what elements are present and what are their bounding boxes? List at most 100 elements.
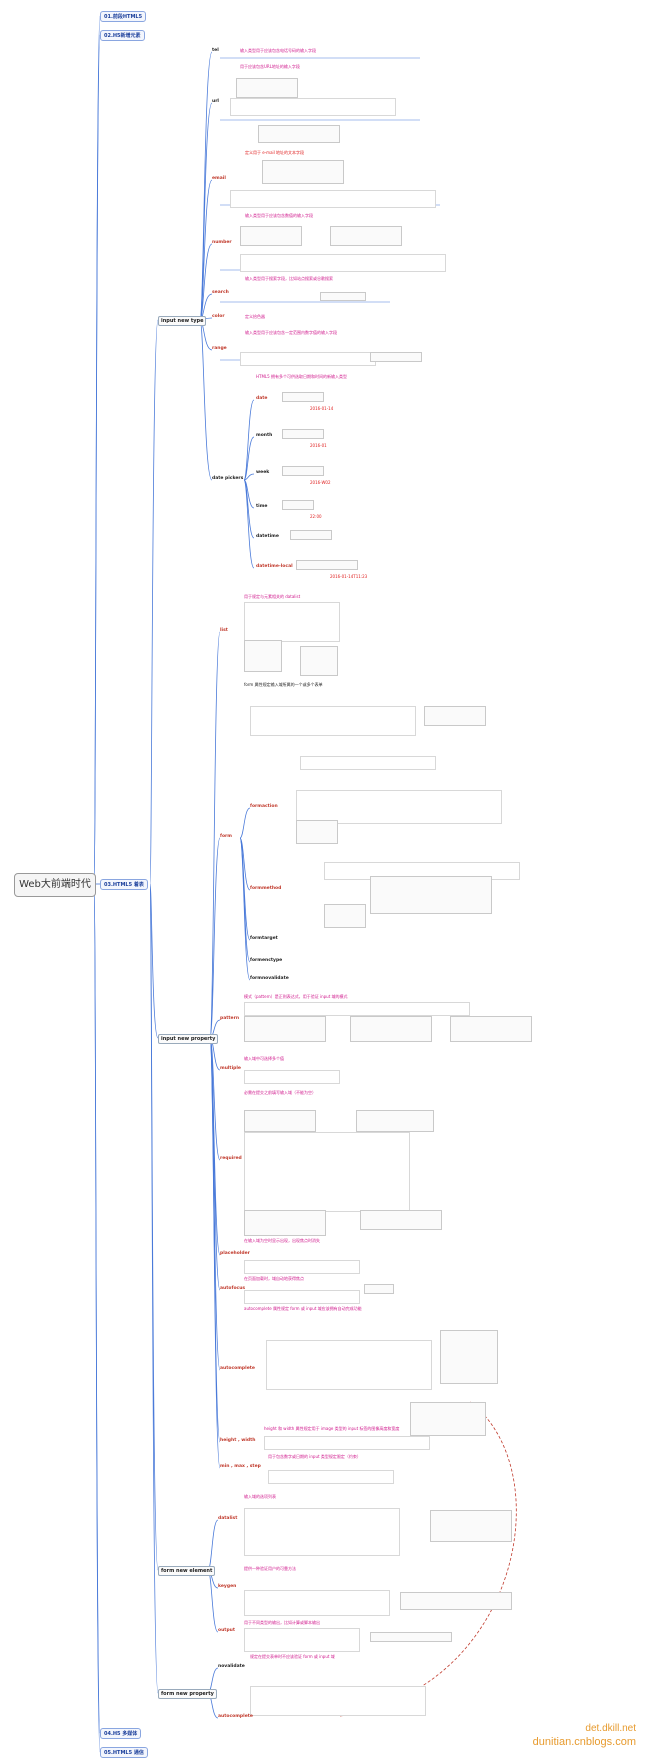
- number-code-sample: [240, 254, 446, 272]
- note-range: 输入类型用于应该包含一定范围内数字值的输入字段: [245, 330, 337, 335]
- autofocus-code-sample: [244, 1290, 360, 1304]
- note-autocomplete: autocomplete 属性规定 form 或 input 域应该拥有自动完成…: [244, 1306, 362, 1311]
- formaction-code-sample: [296, 790, 502, 824]
- required-code-sample: [244, 1132, 410, 1212]
- picker-month-value: 2016-01: [310, 443, 327, 448]
- note-output: 用于不同类型的输出，比如计算或脚本输出: [244, 1620, 320, 1625]
- section-h5-multimedia[interactable]: 04.H5 多媒体: [100, 1728, 142, 1739]
- category-input-new-property[interactable]: input new property: [158, 1034, 219, 1044]
- element-keygen[interactable]: keygen: [218, 1584, 237, 1589]
- form-demo-box: [424, 706, 486, 726]
- required-demo-box-4: [360, 1210, 442, 1230]
- note-list: 用于规定与元素相关的 datalist: [244, 594, 301, 599]
- watermark-line-2: dunitian.cnblogs.com: [532, 1736, 636, 1748]
- type-color[interactable]: color: [212, 314, 225, 319]
- prop-formtarget[interactable]: formtarget: [250, 936, 278, 941]
- autofocus-demo-input: [364, 1284, 394, 1294]
- category-form-new-property[interactable]: form new property: [158, 1689, 217, 1699]
- list-demo-dropdown-2: [300, 646, 338, 676]
- note-form: form 属性规定输入域所属的一个或多个表单: [244, 682, 323, 687]
- picker-datetime[interactable]: datetime: [256, 534, 279, 539]
- note-url: 用于应该包含URL地址的输入字段: [240, 64, 300, 69]
- email-demo-box: [262, 160, 344, 184]
- range-demo-slider: [370, 352, 422, 362]
- prop-placeholder[interactable]: placeholder: [220, 1251, 250, 1256]
- required-demo-box: [244, 1110, 316, 1132]
- type-email[interactable]: email: [212, 176, 226, 181]
- picker-week[interactable]: week: [256, 470, 270, 475]
- pattern-demo-box: [244, 1016, 326, 1042]
- prop-min-max-step[interactable]: min , max , step: [220, 1464, 261, 1469]
- note-color: 定义拾色器: [245, 314, 265, 319]
- form-prop-autocomplete[interactable]: autocomplete: [218, 1714, 253, 1719]
- note-datalist: 输入域的选项列表: [244, 1494, 276, 1499]
- form-prop-novalidate[interactable]: novalidate: [218, 1664, 245, 1669]
- datetime-local-demo-box: [296, 560, 358, 570]
- type-number[interactable]: number: [212, 240, 232, 245]
- form-code-sample-2: [300, 756, 436, 770]
- email-code-sample: [230, 190, 436, 208]
- list-demo-dropdown: [244, 640, 282, 672]
- formaction-demo-box: [296, 820, 338, 844]
- note-autofocus: 在页面加载时，域自动地获得焦点: [244, 1276, 304, 1281]
- category-input-new-type[interactable]: input new type: [158, 316, 207, 326]
- category-form-new-element[interactable]: form new element: [158, 1566, 216, 1576]
- prop-multiple[interactable]: multiple: [220, 1066, 241, 1071]
- section-html5-basics[interactable]: 01.前段HTML5: [100, 11, 147, 22]
- prop-pattern[interactable]: pattern: [220, 1016, 240, 1021]
- element-output[interactable]: output: [218, 1628, 236, 1633]
- prop-formaction[interactable]: formaction: [250, 804, 278, 809]
- type-url[interactable]: url: [212, 99, 219, 104]
- url-demo-box: [236, 78, 298, 98]
- range-code-sample: [240, 352, 376, 366]
- type-range[interactable]: range: [212, 346, 227, 351]
- prop-autofocus[interactable]: autofocus: [220, 1286, 246, 1291]
- pattern-code-sample: [244, 1002, 470, 1016]
- datalist-code-sample: [244, 1508, 400, 1556]
- prop-autocomplete[interactable]: autocomplete: [220, 1366, 255, 1371]
- min-max-step-code-sample: [268, 1470, 394, 1484]
- list-code-sample: [244, 602, 340, 642]
- picker-datetime-local-value: 2016-01-14T11:23: [330, 574, 368, 579]
- note-required: 必需在提交之前填写输入域（不能为空）: [244, 1090, 316, 1095]
- required-demo-box-2: [356, 1110, 434, 1132]
- picker-date[interactable]: date: [256, 396, 268, 401]
- mindmap-root: Web大前端时代: [14, 873, 96, 897]
- section-h5-new-elements[interactable]: 02.H5新增元素: [100, 30, 145, 41]
- note-height-width: height 和 width 属性规定用于 image 类型的 input 标签…: [264, 1426, 400, 1431]
- note-keygen: 提供一种验证用户的可靠方法: [244, 1566, 296, 1571]
- required-demo-box-3: [244, 1210, 326, 1236]
- type-tel[interactable]: tel: [212, 48, 219, 53]
- keygen-code-sample: [244, 1590, 390, 1616]
- note-number: 输入类型用于应该包含数值的输入字段: [245, 213, 313, 218]
- prop-height-width[interactable]: height , width: [220, 1438, 256, 1443]
- form-code-sample: [250, 706, 416, 736]
- section-html5-communication[interactable]: 05.HTML5 通信: [100, 1747, 148, 1758]
- type-date-pickers[interactable]: date pickers: [212, 476, 244, 481]
- pattern-demo-box-2: [350, 1016, 432, 1042]
- watermark-line-1: det.dkill.net: [585, 1723, 636, 1734]
- picker-date-value: 2016-01-14: [310, 406, 334, 411]
- picker-time[interactable]: time: [256, 504, 268, 509]
- prop-required[interactable]: required: [220, 1156, 242, 1161]
- week-demo-box: [282, 466, 324, 476]
- height-width-code-sample: [264, 1436, 430, 1450]
- prop-form[interactable]: form: [220, 834, 232, 839]
- type-search[interactable]: search: [212, 290, 229, 295]
- datetime-demo-box: [290, 530, 332, 540]
- datalist-demo-box: [430, 1510, 512, 1542]
- note-multiple: 输入域中可选择多个值: [244, 1056, 284, 1061]
- prop-formmethod[interactable]: formmethod: [250, 886, 282, 891]
- autocomplete-demo-box-2: [410, 1402, 486, 1436]
- prop-list[interactable]: list: [220, 628, 228, 633]
- note-date-pickers: HTML5 拥有多个可供选取日期和时间的新输入类型: [256, 374, 347, 379]
- picker-month[interactable]: month: [256, 433, 273, 438]
- note-min-max-step: 用于包含数字或日期的 input 类型规定限定（约束）: [268, 1454, 361, 1459]
- output-code-sample: [244, 1628, 360, 1652]
- section-html5-forms[interactable]: 03.HTML5 着表: [100, 879, 148, 890]
- prop-formnovalidate[interactable]: formnovalidate: [250, 976, 289, 981]
- prop-formenctype[interactable]: formenctype: [250, 958, 283, 963]
- picker-datetime-local[interactable]: datetime-local: [256, 564, 293, 569]
- number-demo-box: [240, 226, 302, 246]
- element-datalist[interactable]: datalist: [218, 1516, 238, 1521]
